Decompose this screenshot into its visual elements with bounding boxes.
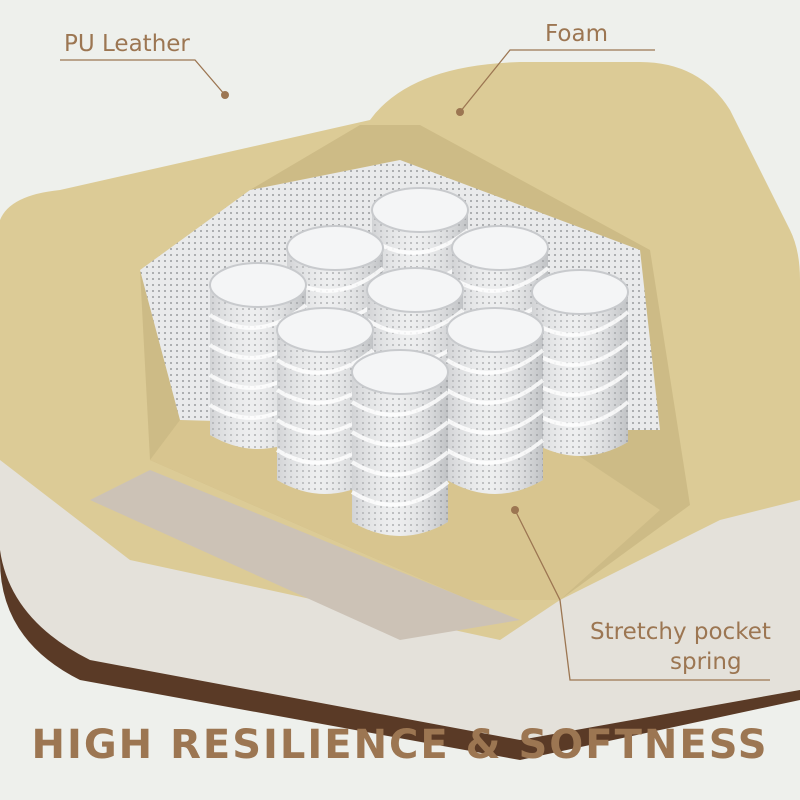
leader-lines: [60, 49, 770, 681]
pocket-spring: [445, 307, 545, 494]
leader-dots: [221, 91, 519, 514]
pocket-springs: [208, 187, 630, 536]
base-fabric: [90, 470, 520, 640]
headline: HIGH RESILIENCE & SOFTNESS: [31, 722, 769, 768]
label-pocket-spring-line1: Stretchy pocket: [590, 619, 771, 645]
pocket-spring: [530, 269, 630, 456]
label-pocket-spring-line2: spring: [670, 649, 742, 675]
label-foam: Foam: [545, 21, 608, 47]
pocket-spring: [350, 349, 450, 536]
label-pu-leather: PU Leather: [64, 31, 190, 57]
